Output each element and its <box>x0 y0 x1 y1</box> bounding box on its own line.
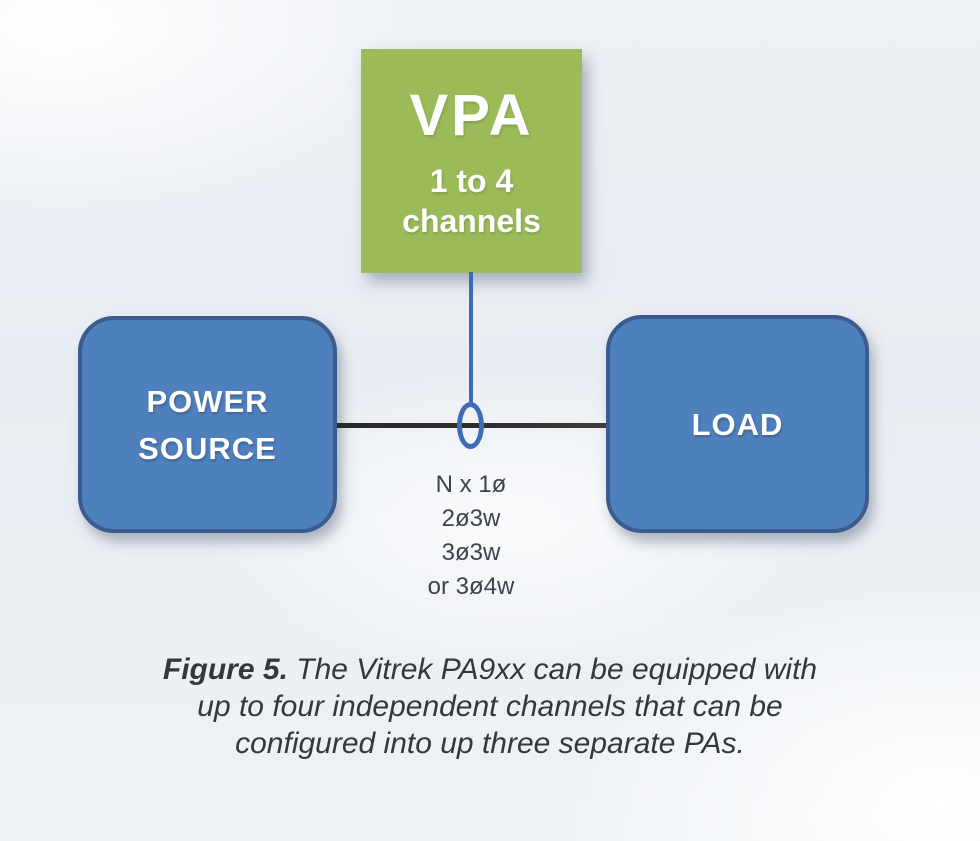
power-source-label-line1: POWER <box>146 383 269 419</box>
wiring-config-line: 3ø3w <box>441 539 501 566</box>
wiring-config-labels: N x 1ø 2ø3w 3ø3w or 3ø4w <box>371 468 571 604</box>
vpa-connector-line <box>469 272 473 404</box>
vpa-box: VPA 1 to 4 channels <box>361 49 582 273</box>
figure-caption: Figure 5. The Vitrek PA9xx can be equipp… <box>60 651 920 762</box>
figure-caption-line3: configured into up three separate PAs. <box>235 727 745 760</box>
vpa-box-title: VPA <box>409 83 534 148</box>
figure-caption-line1-text: The Vitrek PA9xx can be equipped with <box>287 653 818 686</box>
wiring-config-line: 2ø3w <box>441 505 501 532</box>
vpa-box-subtitle-channels-count: 1 to 4 <box>429 163 514 199</box>
load-box: LOAD <box>606 315 869 533</box>
power-source-label-line2: SOURCE <box>138 430 277 466</box>
load-label: LOAD <box>691 406 784 442</box>
wiring-config-line: or 3ø4w <box>427 573 515 600</box>
figure-caption-line1: Figure 5. The Vitrek PA9xx can be equipp… <box>60 651 920 688</box>
wiring-config-line: N x 1ø <box>435 471 507 498</box>
vpa-box-subtitle-channels-word: channels <box>402 203 541 239</box>
figure-caption-label: Figure 5. <box>162 653 288 686</box>
power-source-box: POWER SOURCE <box>78 316 337 533</box>
current-sensor-ellipse <box>457 402 484 449</box>
figure-caption-line2: up to four independent channels that can… <box>197 690 783 723</box>
